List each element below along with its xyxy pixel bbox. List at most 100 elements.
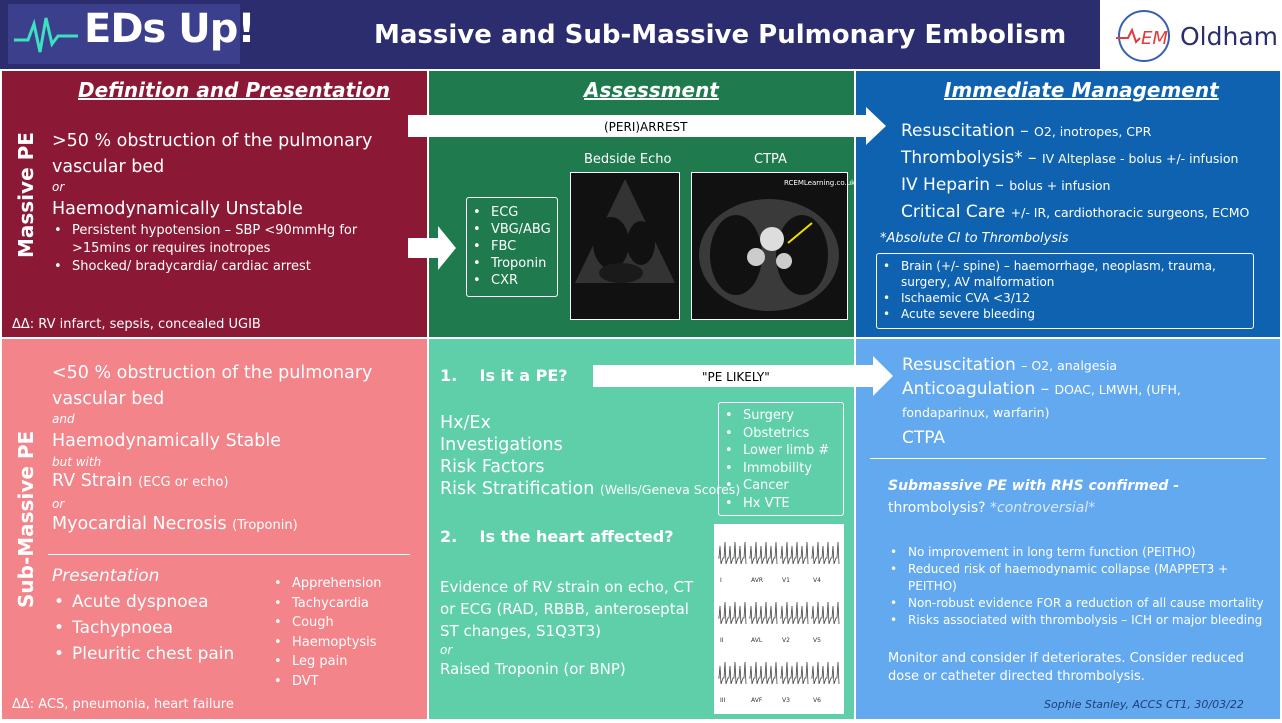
ctpa-label: CTPA bbox=[754, 152, 787, 167]
list-item: Acute dyspnoea bbox=[52, 589, 234, 615]
list-item: Apprehension bbox=[272, 574, 382, 594]
ecg-lead-label: II bbox=[720, 637, 724, 644]
risk-factor-list: Surgery Obstetrics Lower limb # Immobili… bbox=[723, 407, 843, 512]
list-item: Risk Factors bbox=[440, 457, 545, 477]
ecg-trace bbox=[811, 661, 840, 685]
massive-unstable: Haemodynamically Unstable bbox=[52, 199, 303, 219]
echo-image bbox=[570, 172, 680, 320]
ecg-trace bbox=[811, 601, 840, 625]
ecg-lead-label: V2 bbox=[782, 637, 790, 644]
presentation-extra-list: Apprehension Tachycardia Cough Haemoptys… bbox=[272, 574, 382, 691]
massive-obstruction-line2: vascular bed bbox=[52, 157, 165, 177]
thrombolysis-evidence-list: No improvement in long term function (PE… bbox=[888, 544, 1264, 629]
question-2: 2. Is the heart affected? bbox=[440, 527, 674, 546]
sub-or: or bbox=[52, 497, 65, 511]
assessment-steps: Hx/Ex Investigations Risk Factors Risk S… bbox=[440, 412, 740, 501]
list-item: Shocked/ bradycardia/ cardiac arrest bbox=[52, 258, 392, 276]
tests-arrow bbox=[408, 226, 456, 270]
ecg-trace bbox=[749, 661, 778, 685]
em-logo-text: EM bbox=[1141, 28, 1168, 49]
echo-scan-graphic bbox=[575, 179, 675, 283]
sub-rv-strain: RV Strain (ECG or echo) bbox=[52, 471, 229, 491]
logo-text: EDs Up! bbox=[84, 6, 256, 52]
sub-obstruction-line1: <50 % obstruction of the pulmonary bbox=[52, 363, 373, 383]
em-circle-icon: EM bbox=[1116, 10, 1170, 62]
ctpa-image: RCEMLearning.co.uk bbox=[691, 172, 855, 320]
list-item: Hx/Ex bbox=[440, 413, 491, 433]
presentation-list: Acute dyspnoea Tachypnoea Pleuritic ches… bbox=[52, 589, 234, 667]
assessment-header: Assessment bbox=[584, 78, 719, 102]
list-item: Haemoptysis bbox=[272, 633, 382, 653]
list-item: Obstetrics bbox=[723, 425, 843, 443]
risk-factor-box: Surgery Obstetrics Lower limb # Immobili… bbox=[718, 402, 844, 516]
massive-definition-panel bbox=[2, 71, 427, 337]
oldham-text: Oldham bbox=[1180, 22, 1279, 51]
ecg-lead-label: AVF bbox=[751, 697, 763, 704]
list-item: Investigations bbox=[440, 435, 563, 455]
ecg-trace bbox=[811, 541, 840, 565]
tests-list: ECG VBG/ABG FBC Troponin CXR bbox=[471, 204, 557, 289]
list-item: Acute severe bleeding bbox=[881, 306, 1253, 322]
massive-criteria-list: Persistent hypotension – SBP <90mmHg for… bbox=[52, 222, 392, 276]
rcem-oldham-logo: EM bbox=[1100, 0, 1282, 69]
monitor-text: Monitor and consider if deteriorates. Co… bbox=[888, 651, 1244, 684]
sub-butwith: but with bbox=[52, 455, 102, 469]
ct-watermark: RCEMLearning.co.uk bbox=[784, 179, 856, 187]
rhs-title: Submassive PE with RHS confirmed - bbox=[888, 478, 1180, 494]
ci-list: Brain (+/- spine) – haemorrhage, neoplas… bbox=[881, 258, 1253, 322]
ecg-trace bbox=[749, 541, 778, 565]
list-item: Persistent hypotension – SBP <90mmHg for… bbox=[52, 222, 392, 258]
presentation-title: Presentation bbox=[52, 566, 160, 586]
list-item: ECG bbox=[471, 204, 557, 221]
ecg-trace bbox=[749, 601, 778, 625]
sub-and: and bbox=[52, 412, 75, 426]
rv-strain-evidence: Evidence of RV strain on echo, CT or ECG… bbox=[440, 578, 694, 678]
sub-management-list: Resuscitation – O2, analgesia Anticoagul… bbox=[902, 352, 1252, 452]
sub-differentials: ΔΔ: ACS, pneumonia, heart failure bbox=[12, 697, 234, 712]
list-item: Immobility bbox=[723, 460, 843, 478]
list-item: Ischaemic CVA <3/12 bbox=[881, 290, 1253, 306]
list-item: Cough bbox=[272, 613, 382, 633]
massive-management-list: Resuscitation – O2, inotropes, CPR Throm… bbox=[901, 118, 1271, 226]
ecg-trace bbox=[780, 601, 809, 625]
arrest-label: (PERI)ARREST bbox=[604, 120, 688, 134]
list-item: Thrombolysis* – IV Alteplase - bolus +/-… bbox=[901, 148, 1239, 168]
ci-box: Brain (+/- spine) – haemorrhage, neoplas… bbox=[876, 253, 1254, 329]
list-item: Critical Care +/- IR, cardiothoracic sur… bbox=[901, 202, 1250, 222]
rhs-question: thrombolysis? *controversial* bbox=[888, 500, 1096, 516]
sub-necrosis: Myocardial Necrosis (Troponin) bbox=[52, 514, 298, 534]
submassive-management-panel bbox=[856, 339, 1280, 719]
eds-up-logo bbox=[8, 4, 240, 64]
list-item: Cancer bbox=[723, 477, 843, 495]
massive-or: or bbox=[52, 180, 65, 194]
ecg-lead-label: AVL bbox=[751, 637, 763, 644]
list-item: Lower limb # bbox=[723, 442, 843, 460]
ecg-trace bbox=[718, 601, 747, 625]
bedside-echo-label: Bedside Echo bbox=[584, 152, 672, 167]
page-title: Massive and Sub-Massive Pulmonary Emboli… bbox=[374, 20, 1067, 50]
list-item: Resuscitation – O2, inotropes, CPR bbox=[901, 121, 1152, 141]
list-item: Anticoagulation – DOAC, LMWH, (UFH, fond… bbox=[902, 379, 1181, 420]
list-item: Surgery bbox=[723, 407, 843, 425]
ecg-lead-label: I bbox=[720, 577, 722, 584]
list-item: Leg pain bbox=[272, 652, 382, 672]
ct-scan-graphic bbox=[699, 199, 839, 311]
list-item: Risks associated with thrombolysis – ICH… bbox=[888, 612, 1264, 629]
massive-differentials: ΔΔ: RV infarct, sepsis, concealed UGIB bbox=[12, 317, 261, 332]
list-item: Brain (+/- spine) – haemorrhage, neoplas… bbox=[881, 258, 1253, 290]
list-item: Resuscitation – O2, analgesia bbox=[902, 355, 1118, 375]
ecg-lead-label: AVR bbox=[751, 577, 763, 584]
ecg-trace bbox=[780, 661, 809, 685]
list-item: DVT bbox=[272, 672, 382, 692]
ecg-lead-label: III bbox=[720, 697, 726, 704]
sub-stable: Haemodynamically Stable bbox=[52, 431, 282, 451]
list-item: CXR bbox=[471, 272, 557, 289]
sub-obstruction-line2: vascular bed bbox=[52, 389, 165, 409]
list-item: Risk Stratification (Wells/Geneva Scores… bbox=[440, 479, 741, 499]
ecg-trace bbox=[780, 541, 809, 565]
massive-obstruction-line1: >50 % obstruction of the pulmonary bbox=[52, 131, 373, 151]
submassive-pe-label: Sub-Massive PE bbox=[14, 430, 38, 608]
ecg-lead-label: V3 bbox=[782, 697, 790, 704]
